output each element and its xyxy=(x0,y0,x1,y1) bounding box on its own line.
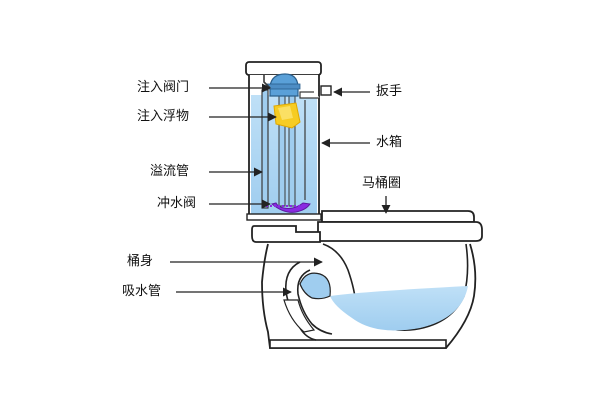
label-flush-valve: 冲水阀 xyxy=(157,196,197,211)
siphon-tube xyxy=(283,261,333,341)
label-tank: 水箱 xyxy=(376,135,403,150)
toilet-seat xyxy=(317,210,483,242)
label-fill-valve: 注入阀门 xyxy=(137,80,190,95)
tank-lid xyxy=(245,61,322,76)
flush-valve xyxy=(266,100,311,213)
label-seat: 马桶圈 xyxy=(362,176,402,191)
bowl-water xyxy=(330,286,468,331)
fill-float xyxy=(273,102,301,129)
flush-handle xyxy=(299,85,332,99)
pointer-lines xyxy=(170,83,391,297)
label-float: 注入浮物 xyxy=(137,109,190,124)
label-bowl: 桶身 xyxy=(127,254,154,269)
label-overflow-tube: 溢流管 xyxy=(150,164,190,179)
label-siphon-tube: 吸水管 xyxy=(122,284,162,299)
label-handle: 扳手 xyxy=(376,84,403,99)
tank-base xyxy=(246,213,322,221)
overflow-tube xyxy=(261,89,269,209)
toilet-bowl xyxy=(251,225,477,349)
